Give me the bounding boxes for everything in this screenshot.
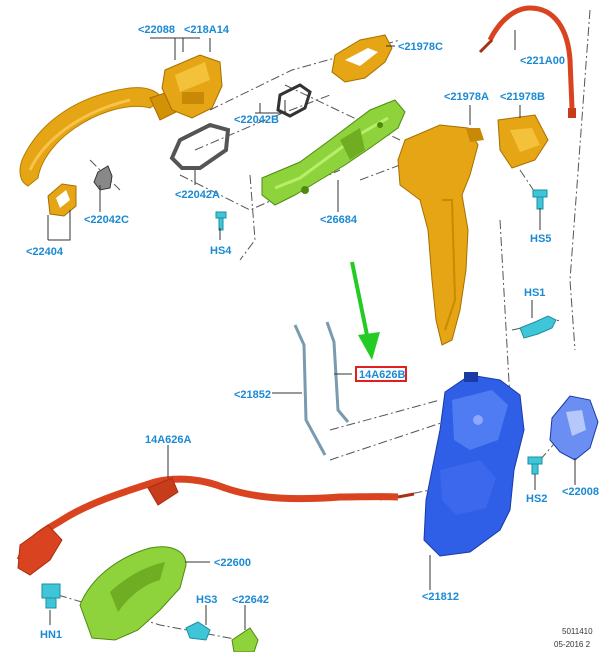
label-22404: <22404 <box>26 246 64 258</box>
bracket-22008 <box>549 395 599 461</box>
label-HN1: HN1 <box>40 629 62 641</box>
label-HS1: HS1 <box>524 287 545 299</box>
link-21978A <box>397 124 484 346</box>
latch-21812 <box>423 372 525 557</box>
label-26684: <26684 <box>320 214 358 226</box>
label-22088: <22088 <box>138 24 175 36</box>
fastener-HS5 <box>532 189 548 210</box>
label-21978C: <21978C <box>398 41 443 53</box>
cable-14A626A <box>16 475 415 576</box>
label-22642: <22642 <box>232 594 269 606</box>
label-21812: <21812 <box>422 591 459 603</box>
label-21852: <21852 <box>234 389 271 401</box>
footer-code: 5011410 <box>562 627 593 636</box>
bracket-21978B <box>497 114 549 169</box>
leader-lines <box>47 30 576 630</box>
bracket-21978C <box>331 34 393 83</box>
fastener-HN1 <box>41 583 61 609</box>
cap-22404 <box>47 183 77 217</box>
label-HS3: HS3 <box>196 594 217 606</box>
label-21978B: <21978B <box>500 91 545 103</box>
handle-bracket-22088 <box>161 54 223 119</box>
label-22042C: <22042C <box>84 214 129 226</box>
label-221A00: <221A00 <box>520 55 565 67</box>
label-HS4: HS4 <box>210 245 232 257</box>
gasket-22042C <box>93 165 113 191</box>
exterior-handle <box>19 87 177 187</box>
interior-handle-22600 <box>79 546 187 641</box>
fastener-HS4 <box>215 211 227 231</box>
green-arrow <box>350 261 380 360</box>
fastener-HS1 <box>519 315 557 339</box>
label-22042B: <22042B <box>234 114 279 126</box>
label-22042A: <22042A <box>175 189 220 201</box>
trim-22642 <box>231 627 259 652</box>
label-HS2: HS2 <box>526 493 547 505</box>
cable-221A00 <box>478 5 576 118</box>
fastener-HS2 <box>527 456 543 475</box>
label-22600: <22600 <box>214 557 251 569</box>
label-14A626B: 14A626B <box>359 369 406 381</box>
gasket-22042A <box>169 122 231 170</box>
label-HS5: HS5 <box>530 233 551 245</box>
gasket-22042B <box>276 83 312 118</box>
footer-date: 05-2016 2 <box>554 640 591 649</box>
fastener-HS3 <box>185 621 211 641</box>
handle-frame-26684 <box>261 99 406 206</box>
label-21978A: <21978A <box>444 91 489 103</box>
label-14A626A: 14A626A <box>145 434 192 446</box>
rods-21852 <box>293 321 350 456</box>
label-22008: <22008 <box>562 486 599 498</box>
label-218A14: <218A14 <box>184 24 230 36</box>
highlight-box <box>355 366 407 382</box>
footer: 5011410 05-2016 2 <box>554 627 593 649</box>
part-labels: <22088 <218A14 <21978C <221A00 <21978A <… <box>26 24 599 641</box>
